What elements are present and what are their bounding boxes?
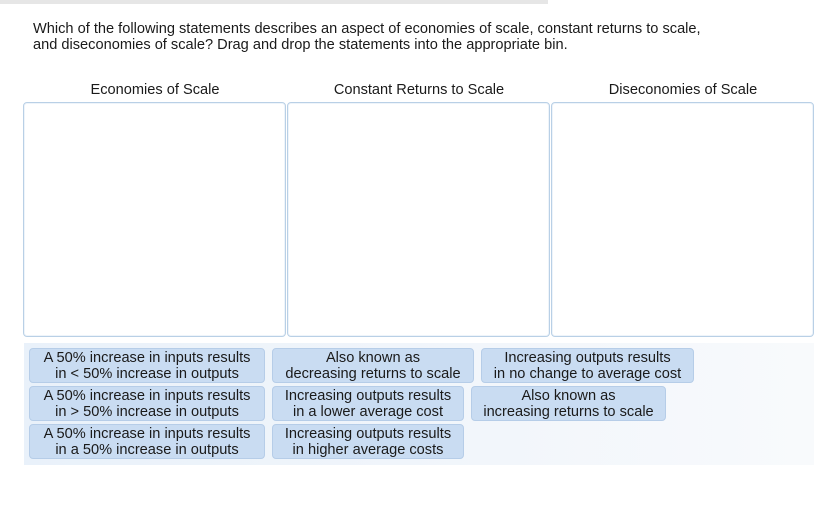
bin-header-constant: Constant Returns to Scale bbox=[333, 82, 505, 98]
bin-header-economies: Economies of Scale bbox=[90, 82, 220, 98]
bin-header-diseconomies: Diseconomies of Scale bbox=[608, 82, 758, 98]
statement-chip[interactable]: A 50% increase in inputs results in a 50… bbox=[29, 424, 265, 459]
statement-chip[interactable]: Increasing outputs results in no change … bbox=[481, 348, 694, 383]
statement-chip[interactable]: Increasing outputs results in higher ave… bbox=[272, 424, 464, 459]
statement-chip[interactable]: Also known as increasing returns to scal… bbox=[471, 386, 666, 421]
statement-chip[interactable]: A 50% increase in inputs results in > 50… bbox=[29, 386, 265, 421]
bin-diseconomies-of-scale[interactable] bbox=[551, 102, 814, 337]
statement-chip[interactable]: A 50% increase in inputs results in < 50… bbox=[29, 348, 265, 383]
question-text: Which of the following statements descri… bbox=[33, 21, 701, 53]
statement-chip[interactable]: Increasing outputs results in a lower av… bbox=[272, 386, 464, 421]
bin-economies-of-scale[interactable] bbox=[23, 102, 286, 337]
bin-constant-returns[interactable] bbox=[287, 102, 550, 337]
top-bar bbox=[0, 0, 548, 4]
statement-chip[interactable]: Also known as decreasing returns to scal… bbox=[272, 348, 474, 383]
